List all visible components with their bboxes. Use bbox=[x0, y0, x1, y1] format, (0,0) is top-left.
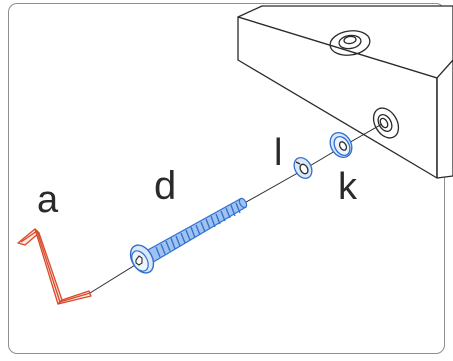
label-lock-washer: l bbox=[274, 132, 283, 174]
label-bolt: d bbox=[154, 164, 177, 208]
lock-washer-l bbox=[293, 157, 313, 179]
bolt-d bbox=[129, 197, 248, 274]
cam-hole bbox=[329, 30, 371, 56]
hex-key-a bbox=[17, 228, 92, 305]
label-hex-key: a bbox=[37, 179, 59, 221]
washer-k bbox=[329, 132, 353, 158]
label-washer: k bbox=[338, 166, 357, 208]
